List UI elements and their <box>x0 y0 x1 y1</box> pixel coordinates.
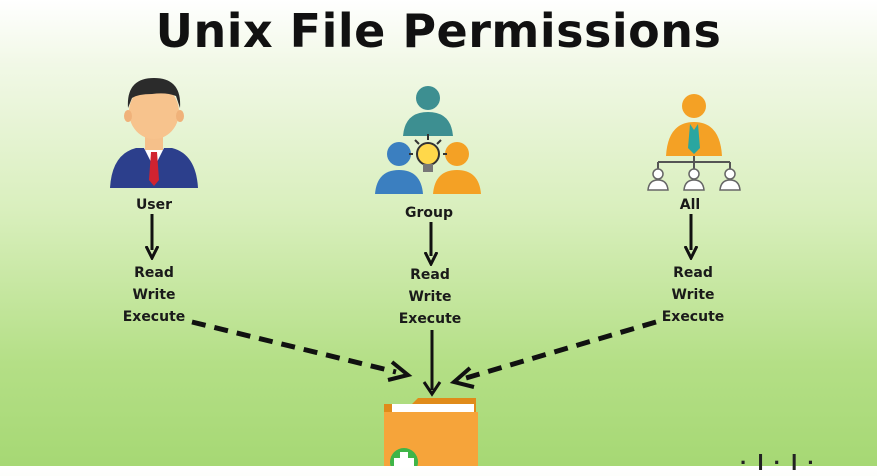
arrow-user-to-folder <box>191 319 413 382</box>
permissions-all: Read Write Execute <box>653 262 733 328</box>
perm-execute: Execute <box>398 311 462 327</box>
perm-read: Read <box>410 267 450 283</box>
perm-write: Write <box>671 287 715 303</box>
label-user: User <box>135 197 173 213</box>
label-group: Group <box>404 205 453 221</box>
arrow-all-to-folder <box>449 319 657 389</box>
perm-read: Read <box>673 265 713 281</box>
perm-write: Write <box>408 289 452 305</box>
perm-execute: Execute <box>661 309 725 325</box>
arrows-layer <box>0 214 877 397</box>
permissions-group: Read Write Execute <box>390 264 470 330</box>
page-title: Unix File Permissions <box>155 4 722 58</box>
perm-execute: Execute <box>122 309 186 325</box>
group-people-icon <box>373 84 483 196</box>
all-org-chart-icon <box>646 90 742 192</box>
folder-plus-icon <box>382 396 480 476</box>
user-person-icon <box>106 72 202 188</box>
watermark: · l · l · <box>740 450 817 475</box>
perm-write: Write <box>132 287 176 303</box>
arrow-group-to-folder <box>422 330 442 397</box>
perm-read: Read <box>134 265 174 281</box>
label-all: All <box>679 197 701 213</box>
permissions-user: Read Write Execute <box>114 262 194 328</box>
